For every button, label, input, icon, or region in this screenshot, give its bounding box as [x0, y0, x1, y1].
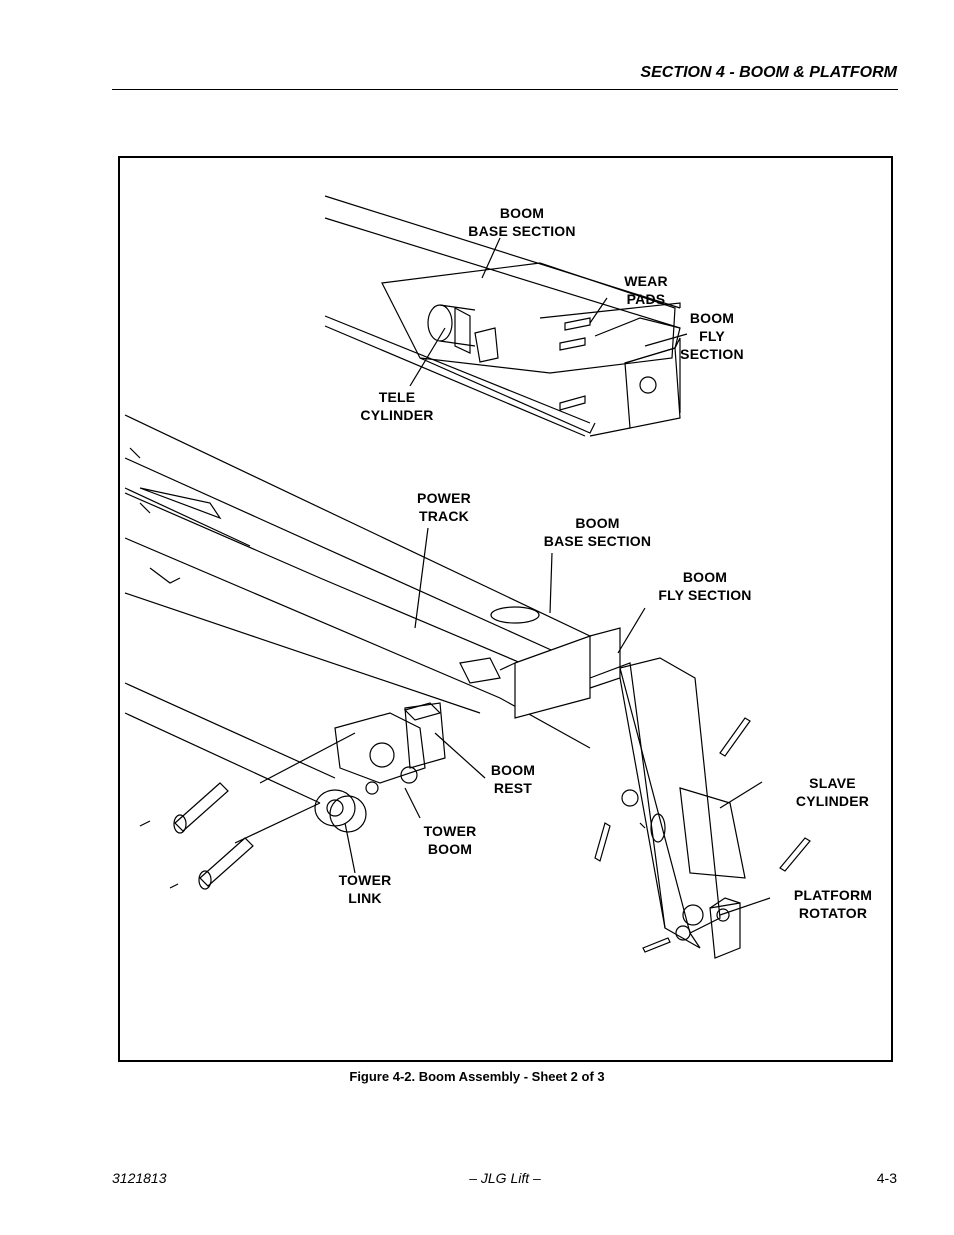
- figure-caption: Figure 4-2. Boom Assembly - Sheet 2 of 3: [349, 1069, 605, 1084]
- platform-support: [589, 657, 811, 959]
- label-tele-cylinder: TELE CYLINDER: [360, 389, 434, 423]
- label-power-track: POWER TRACK: [417, 490, 471, 524]
- label-wear-pads: WEAR PADS: [624, 273, 668, 307]
- main-boom: [124, 414, 621, 833]
- footer-page-number: 4-3: [876, 1170, 897, 1186]
- upper-boom-detail: [324, 195, 688, 437]
- tower-pins: [139, 732, 356, 890]
- boom-assembly-drawing: [124, 195, 811, 959]
- boom-assembly-figure: BOOM BASE SECTION WEAR PADS BOOM FLY SEC…: [118, 156, 893, 1062]
- footer-doc-number: 3121813: [112, 1170, 167, 1186]
- label-boom-base-section: BOOM BASE SECTION: [543, 515, 652, 549]
- label-slave-cylinder: SLAVE CYLINDER: [795, 775, 870, 809]
- header-rule: [112, 89, 898, 90]
- label-boom-fly-section-top: BOOM FLY SECTION: [680, 310, 744, 362]
- leader-lines: [344, 527, 646, 874]
- label-platform-rotator: PLATFORM ROTATOR: [793, 887, 873, 921]
- label-tower-link: TOWER LINK: [338, 872, 392, 906]
- label-tower-boom: TOWER BOOM: [423, 823, 477, 857]
- label-boom-fly-section: BOOM FLY SECTION: [658, 569, 752, 603]
- section-header: SECTION 4 - BOOM & PLATFORM: [640, 64, 897, 81]
- label-boom-rest: BOOM REST: [490, 762, 536, 796]
- footer-company: – JLG Lift –: [469, 1170, 541, 1186]
- label-boom-base-section-top: BOOM BASE SECTION: [468, 205, 576, 239]
